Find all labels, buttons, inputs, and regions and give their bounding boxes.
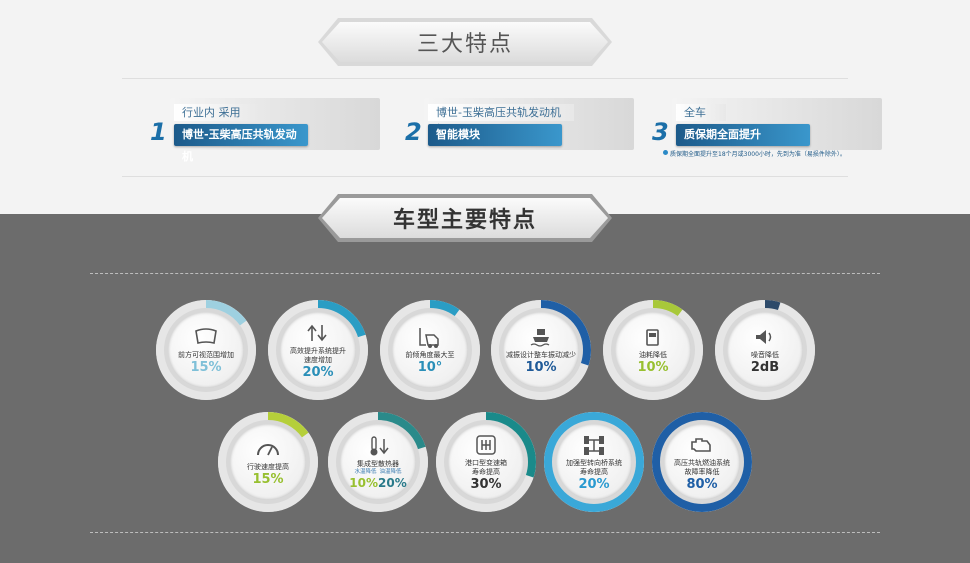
feature-line1: 博世-玉柴高压共轨发动机标配 bbox=[428, 104, 574, 136]
divider bbox=[122, 78, 848, 79]
circle-sublabel: 水温降低 bbox=[354, 469, 377, 475]
circle-label: 减振设计整车振动减少 bbox=[506, 351, 576, 359]
fuel-icon bbox=[639, 325, 667, 349]
feature-line1: 行业内 采用 bbox=[174, 104, 260, 121]
circle-value: 10° bbox=[417, 360, 443, 375]
section-title-features: 三大特点 bbox=[322, 22, 608, 62]
circle-label: 行驶速度提高 bbox=[247, 463, 289, 471]
feature-number: 3 bbox=[652, 118, 669, 146]
circle-label: 前倾角度最大至 bbox=[405, 351, 455, 359]
circle-label: 前方可视范围增加 bbox=[178, 351, 234, 359]
feature-line2: 质保期全面提升 bbox=[676, 124, 810, 146]
circle-label-2: 寿命提高 bbox=[580, 467, 608, 476]
dashed-divider bbox=[90, 273, 880, 274]
windshield-icon bbox=[192, 325, 220, 349]
gearbox-icon bbox=[472, 433, 500, 457]
circle-value: 20% bbox=[578, 476, 610, 492]
lift-arrows-icon bbox=[304, 321, 332, 345]
circle-value: 2dB bbox=[750, 360, 780, 375]
thermometer-icon bbox=[364, 434, 392, 458]
circle-label-2: 寿命提高 bbox=[472, 467, 500, 476]
circle-label: 加强型转向桥系统 bbox=[566, 458, 622, 467]
speedometer-icon bbox=[254, 437, 282, 461]
circle-label: 港口型变速箱 bbox=[465, 458, 507, 467]
circle-label: 集成型散热器 bbox=[357, 460, 399, 468]
circle-value: 10% bbox=[349, 476, 378, 490]
divider bbox=[122, 176, 848, 177]
section-title-vehicle: 车型主要特点 bbox=[322, 198, 608, 238]
bullet-dot-icon bbox=[663, 150, 668, 155]
axle-icon bbox=[580, 433, 608, 457]
feature-number: 1 bbox=[150, 118, 167, 146]
circle-value: 20% bbox=[302, 364, 334, 380]
circle-value: 20% bbox=[378, 476, 407, 490]
circle-value: 15% bbox=[190, 360, 222, 375]
circle-label: 高效提升系统提升 bbox=[290, 346, 346, 355]
circle-value: 15% bbox=[252, 472, 284, 487]
circle-value: 10% bbox=[525, 360, 557, 375]
feature-line2: 博世-玉柴高压共轨发动机 bbox=[174, 124, 308, 163]
circle-label: 高压共轨燃油系统 bbox=[674, 458, 730, 467]
circle-sublabel: 油温降低 bbox=[379, 469, 402, 475]
circle-value: 80% bbox=[686, 476, 718, 492]
circle-label-2: 速度增加 bbox=[304, 355, 332, 364]
engine-icon bbox=[688, 433, 716, 457]
circle-label-2: 故障率降低 bbox=[684, 467, 720, 476]
feature-number: 2 bbox=[405, 118, 422, 146]
footnote: 质保期全面提升至18个月或3000小时，先到为准（易损件除外）。 bbox=[670, 151, 846, 158]
circle-value: 30% bbox=[470, 476, 502, 492]
forklift-icon bbox=[416, 325, 444, 349]
circle-value: 10% bbox=[637, 360, 669, 375]
feature-line1: 全车 bbox=[676, 104, 726, 121]
vibration-icon bbox=[527, 325, 555, 349]
speaker-icon bbox=[751, 325, 779, 349]
dashed-divider bbox=[90, 532, 880, 533]
circle-label: 噪音降低 bbox=[751, 351, 779, 359]
circle-label: 油耗降低 bbox=[639, 351, 667, 359]
feature-line2: 智能模块 bbox=[428, 124, 562, 146]
